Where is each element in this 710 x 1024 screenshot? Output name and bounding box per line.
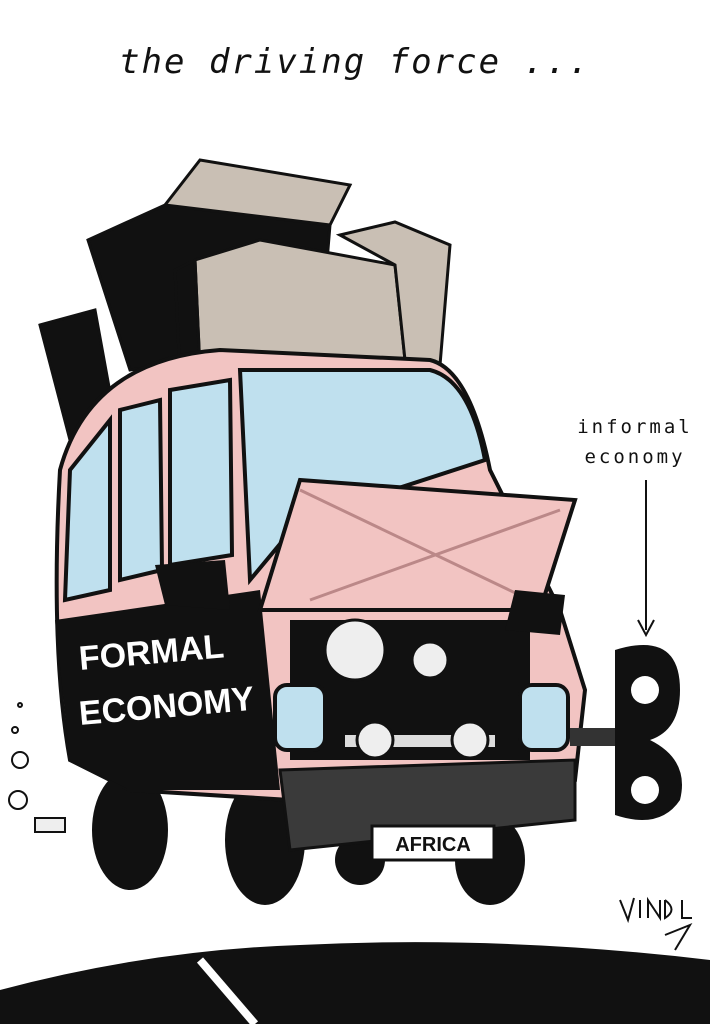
informal-economy-annotation: informal economy	[555, 412, 710, 472]
engine-pulley	[450, 720, 490, 760]
exhaust-puffs	[8, 702, 29, 810]
cartoon-caption: the driving force ...	[119, 42, 591, 82]
exhaust-pipe	[34, 817, 66, 833]
mirror-left	[155, 560, 230, 610]
wind-up-key	[570, 645, 682, 820]
license-plate-bg	[370, 824, 496, 862]
cargo-boxes	[38, 158, 452, 443]
road	[0, 942, 710, 1024]
signature	[619, 896, 693, 951]
bumper	[278, 758, 577, 852]
road-marking	[196, 957, 259, 1024]
mirror-right	[505, 590, 565, 635]
engine-pulley	[410, 640, 450, 680]
annotation-line1: informal	[577, 416, 693, 438]
engine-pulley	[355, 720, 395, 760]
car-side-panel	[55, 590, 280, 790]
windows	[62, 368, 488, 603]
engine-pulley	[323, 618, 387, 682]
license-plate: AFRICA	[395, 834, 471, 856]
annotation-line2: economy	[584, 446, 686, 468]
headlight-right	[518, 683, 570, 752]
headlight-left	[273, 683, 327, 752]
arrow-icon	[637, 480, 655, 638]
hood-cross-lines	[299, 488, 561, 602]
